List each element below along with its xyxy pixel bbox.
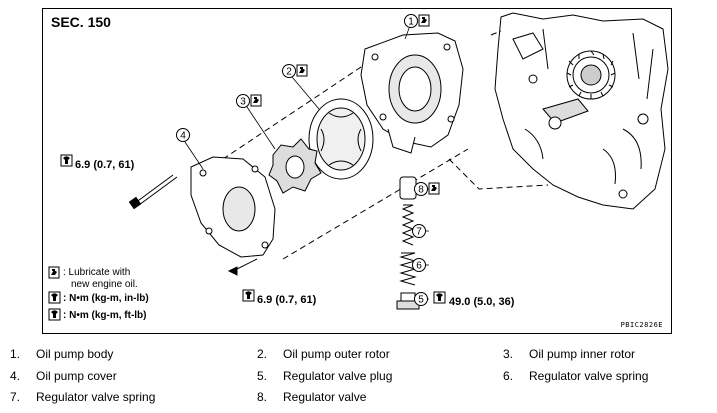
callout-3: 3 <box>236 94 262 108</box>
oil-pump-body <box>360 32 464 154</box>
torque-wrench-in-lb-icon <box>48 291 61 304</box>
part-number: 4. <box>10 369 21 383</box>
part-name: Oil pump body <box>36 347 114 361</box>
callout-1: 1 <box>404 14 430 28</box>
torque-cover-bolt-lower: 6.9 (0.7, 61) <box>257 294 317 306</box>
oil-can-icon <box>250 94 262 107</box>
torque-cover-bolt-upper: 6.9 (0.7, 61) <box>75 159 135 171</box>
regulator-valve-spring-7 <box>401 204 415 246</box>
callout-number: 4 <box>180 131 186 142</box>
callout-7: 7 <box>412 224 426 238</box>
legend-lubricate-line1: : Lubricate with <box>63 267 131 278</box>
callout-8: 8 <box>414 182 440 196</box>
oil-can-icon <box>418 14 430 27</box>
exploded-diagram-frame: 1 2 3 4 5 6 7 8 SEC. 150 6.9 (0.7, 61) 6.9 (0.7… <box>42 8 672 334</box>
section-title: SEC. 150 <box>51 14 111 30</box>
callout-2: 2 <box>282 64 308 78</box>
callout-number: 3 <box>240 97 246 108</box>
callout-number: 6 <box>416 261 422 272</box>
regulator-valve <box>399 176 417 200</box>
part-name: Regulator valve spring <box>36 390 156 404</box>
part-name: Oil pump inner rotor <box>529 347 636 361</box>
cover-bolt-upper <box>128 174 178 210</box>
part-name: Oil pump cover <box>36 369 117 383</box>
part-number: 7. <box>10 390 21 404</box>
callout-5: 5 <box>414 292 428 306</box>
oil-pump-exploded-view: 1 2 3 4 5 6 7 8 <box>48 12 669 321</box>
oil-pump-outer-rotor <box>308 98 374 180</box>
part-name: Regulator valve plug <box>283 369 393 383</box>
part-name: Regulator valve <box>283 390 367 404</box>
cover-bolt-lower <box>227 258 258 276</box>
legend-unit-in-lb: : N•m (kg-m, in-lb) <box>63 293 149 304</box>
engine-block <box>494 12 669 210</box>
oil-pump-inner-rotor <box>268 138 322 194</box>
callout-number: 8 <box>418 185 424 196</box>
part-number: 5. <box>257 369 268 383</box>
oil-pump-cover <box>190 156 276 258</box>
regulator-valve-stack <box>396 176 420 310</box>
torque-wrench-ft-lb-icon <box>433 291 446 304</box>
part-number: 1. <box>10 347 21 361</box>
callout-6: 6 <box>412 258 426 272</box>
drawing-code: PBIC2826E <box>620 321 663 329</box>
part-number: 6. <box>503 369 514 383</box>
torque-wrench-ft-lb-icon <box>48 308 61 321</box>
oil-can-icon <box>428 182 440 195</box>
part-name: Oil pump outer rotor <box>283 347 390 361</box>
legend-lubricate-line2: new engine oil. <box>71 279 138 290</box>
callout-number: 2 <box>286 67 292 78</box>
torque-regulator-plug: 49.0 (5.0, 36) <box>449 296 515 308</box>
callout-4: 4 <box>176 128 190 142</box>
oil-can-icon <box>48 266 60 279</box>
part-name: Regulator valve spring <box>529 369 649 383</box>
torque-wrench-in-lb-icon <box>242 289 255 302</box>
callout-number: 5 <box>418 295 424 306</box>
callout-number: 7 <box>416 227 422 238</box>
callout-layer: 1 2 3 4 5 6 7 8 <box>176 14 440 306</box>
torque-wrench-in-lb-icon <box>60 154 73 167</box>
regulator-valve-spring-6 <box>399 252 417 286</box>
part-number: 3. <box>503 347 514 361</box>
part-number: 8. <box>257 390 268 404</box>
callout-number: 1 <box>408 17 414 28</box>
part-number: 2. <box>257 347 268 361</box>
oil-can-icon <box>296 64 308 77</box>
legend-unit-ft-lb: : N•m (kg-m, ft-lb) <box>63 310 147 321</box>
